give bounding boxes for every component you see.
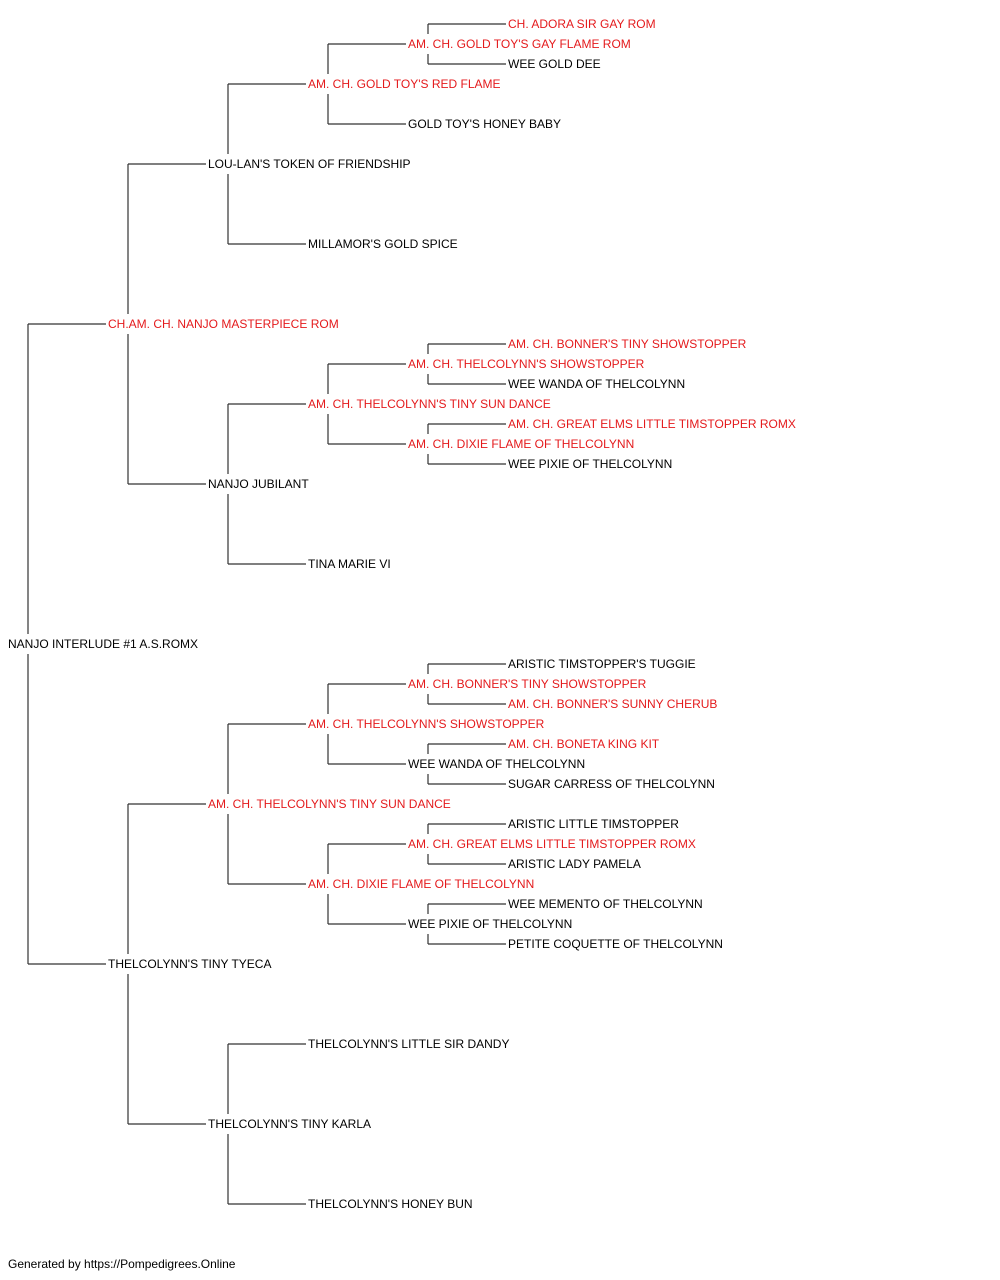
footer-credit: Generated by https://Pompedigrees.Online [8,1257,236,1271]
champion-name: AM. CH. GREAT ELMS LITTLE TIMSTOPPER ROM… [508,417,796,431]
dog-name: NANJO INTERLUDE #1 A.S.ROMX [8,637,198,651]
dog-name: THELCOLYNN'S LITTLE SIR DANDY [308,1037,509,1051]
dog-name: TINA MARIE VI [308,557,391,571]
dog-name: GOLD TOY'S HONEY BABY [408,117,561,131]
champion-name: AM. CH. THELCOLYNN'S TINY SUN DANCE [208,797,451,811]
dog-name: NANJO JUBILANT [208,477,309,491]
champion-name: AM. CH. BONNER'S TINY SHOWSTOPPER [408,677,647,691]
champion-name: AM. CH. BONETA KING KIT [508,737,660,751]
champion-name: AM. CH. GOLD TOY'S GAY FLAME ROM [408,37,631,51]
champion-name: AM. CH. DIXIE FLAME OF THELCOLYNN [408,437,634,451]
dog-name: ARISTIC LADY PAMELA [508,857,641,871]
champion-name: AM. CH. BONNER'S TINY SHOWSTOPPER [508,337,747,351]
champion-name: CH. ADORA SIR GAY ROM [508,17,656,31]
dog-name: WEE PIXIE OF THELCOLYNN [408,917,572,931]
dog-name: THELCOLYNN'S HONEY BUN [308,1197,473,1211]
dog-name: ARISTIC LITTLE TIMSTOPPER [508,817,679,831]
champion-name: AM. CH. THELCOLYNN'S TINY SUN DANCE [308,397,551,411]
dog-name: LOU-LAN'S TOKEN OF FRIENDSHIP [208,157,411,171]
dog-name: SUGAR CARRESS OF THELCOLYNN [508,777,715,791]
dog-name: ARISTIC TIMSTOPPER'S TUGGIE [508,657,696,671]
dog-name: WEE PIXIE OF THELCOLYNN [508,457,672,471]
champion-name: CH.AM. CH. NANJO MASTERPIECE ROM [108,317,339,331]
dog-name: PETITE COQUETTE OF THELCOLYNN [508,937,723,951]
champion-name: AM. CH. GOLD TOY'S RED FLAME [308,77,501,91]
dog-name: MILLAMOR'S GOLD SPICE [308,237,458,251]
champion-name: AM. CH. THELCOLYNN'S SHOWSTOPPER [308,717,545,731]
dog-name: WEE GOLD DEE [508,57,601,71]
champion-name: AM. CH. GREAT ELMS LITTLE TIMSTOPPER ROM… [408,837,696,851]
dog-name: WEE WANDA OF THELCOLYNN [408,757,585,771]
dog-name: THELCOLYNN'S TINY TYECA [108,957,271,971]
champion-name: AM. CH. THELCOLYNN'S SHOWSTOPPER [408,357,645,371]
dog-name: THELCOLYNN'S TINY KARLA [208,1117,371,1131]
champion-name: AM. CH. BONNER'S SUNNY CHERUB [508,697,717,711]
dog-name: WEE MEMENTO OF THELCOLYNN [508,897,703,911]
champion-name: AM. CH. DIXIE FLAME OF THELCOLYNN [308,877,534,891]
dog-name: WEE WANDA OF THELCOLYNN [508,377,685,391]
